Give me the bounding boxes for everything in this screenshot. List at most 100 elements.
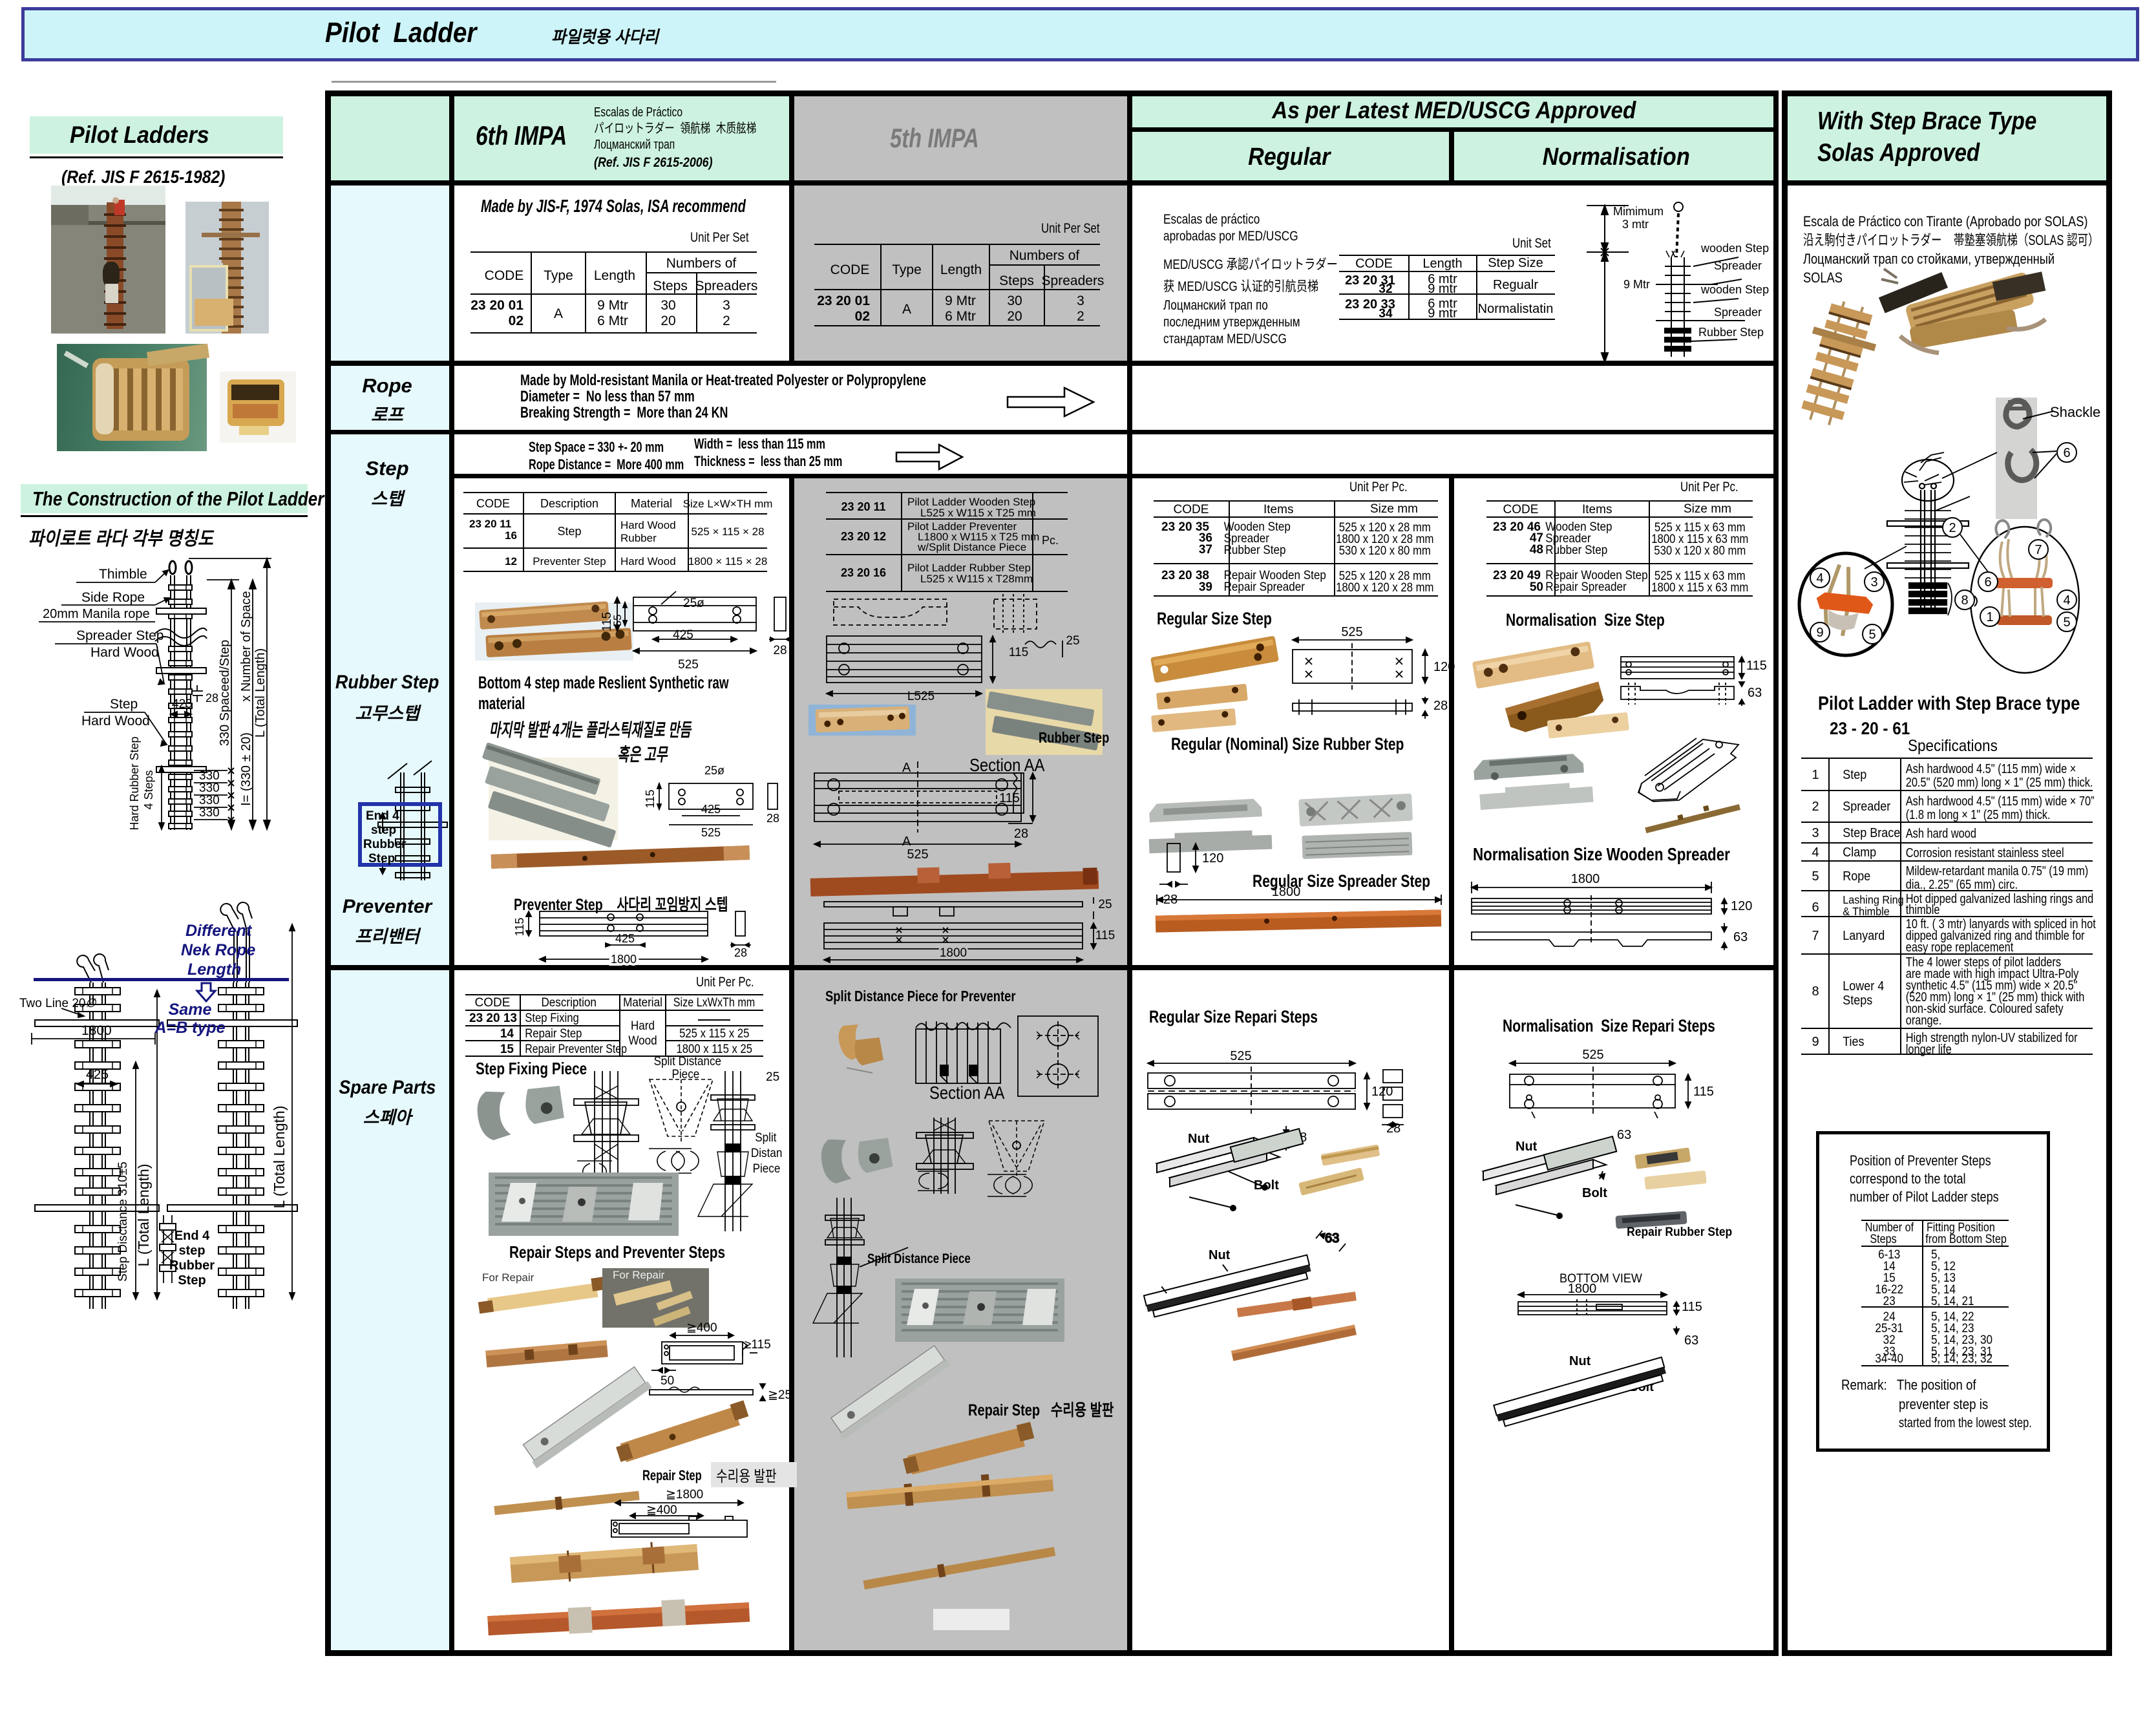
svg-text:End 4: End 4 — [366, 809, 399, 823]
svg-text:33: 33 — [1883, 1344, 1896, 1358]
svg-text:Repair Rubber Step: Repair Rubber Step — [1627, 1224, 1732, 1238]
svg-text:20: 20 — [1007, 309, 1022, 324]
svg-text:39: 39 — [1199, 580, 1212, 594]
svg-text:425: 425 — [86, 1067, 109, 1082]
svg-text:(1.8 m long × 1" (25 mm) thick: (1.8 m long × 1" (25 mm) thick. — [1906, 807, 2051, 822]
svg-text:36: 36 — [1199, 531, 1212, 545]
svg-text:23: 23 — [1883, 1294, 1896, 1308]
svg-text:30: 30 — [1007, 293, 1022, 308]
svg-text:525: 525 — [907, 847, 928, 862]
svg-text:Description: Description — [540, 497, 598, 510]
svg-text:Bolt: Bolt — [1582, 1186, 1607, 1200]
svg-text:Split: Split — [755, 1130, 776, 1144]
svg-text:A: A — [902, 834, 911, 849]
svg-text:Corrosion resistant stainless: Corrosion resistant stainless steel — [1906, 845, 2064, 860]
svg-text:Spreaders: Spreaders — [695, 279, 758, 293]
svg-text:Ash hard wood: Ash hard wood — [1906, 825, 1976, 840]
svg-text:Step: Step — [368, 852, 395, 865]
svg-text:Hard Rubber Step: Hard Rubber Step — [128, 736, 141, 830]
svg-text:Rubber Step: Rubber Step — [1698, 326, 1764, 339]
svg-text:1800: 1800 — [1571, 872, 1600, 886]
svg-text:Description: Description — [541, 995, 596, 1009]
svg-text:CODE: CODE — [1503, 503, 1539, 516]
svg-text:48: 48 — [1530, 543, 1543, 557]
svg-text:25: 25 — [1066, 634, 1079, 648]
svg-text:525 × 115 × 28: 525 × 115 × 28 — [691, 525, 764, 538]
svg-text:525 x 120 x 28 mm: 525 x 120 x 28 mm — [1339, 520, 1431, 534]
svg-text:Wooden Step: Wooden Step — [1224, 520, 1291, 533]
svg-text:Mildew-retardant manila 0.75": Mildew-retardant manila 0.75" (19 mm) — [1906, 863, 2089, 878]
svg-text:5, 13: 5, 13 — [1931, 1271, 1956, 1284]
svg-text:25ø: 25ø — [704, 764, 724, 777]
svg-text:8: 8 — [1812, 984, 1819, 999]
svg-text:6 mtr: 6 mtr — [1428, 272, 1457, 286]
svg-text:Rubber Step: Rubber Step — [1545, 543, 1607, 557]
svg-text:23 20 16: 23 20 16 — [841, 566, 886, 579]
svg-text:Pilot Ladder Preventer: Pilot Ladder Preventer — [907, 520, 1017, 533]
svg-text:14: 14 — [1883, 1259, 1896, 1273]
svg-text:≧400: ≧400 — [646, 1503, 677, 1517]
svg-text:9 Mtr: 9 Mtr — [1623, 278, 1650, 291]
svg-text:(520 mm) long × 1" (25 mm) thi: (520 mm) long × 1" (25 mm) thick with — [1906, 989, 2085, 1004]
svg-text:High strength nylon-UV stabili: High strength nylon-UV stabilized for — [1906, 1030, 2078, 1045]
svg-text:23 20 31: 23 20 31 — [1345, 273, 1395, 288]
svg-text:Pilot Ladder Wooden Step: Pilot Ladder Wooden Step — [907, 496, 1035, 508]
svg-text:28: 28 — [1386, 1121, 1400, 1136]
svg-text:115: 115 — [1682, 1300, 1702, 1314]
svg-text:425: 425 — [701, 803, 721, 816]
svg-text:1800: 1800 — [940, 946, 967, 960]
svg-text:23 20 33: 23 20 33 — [1345, 297, 1395, 312]
svg-text:Two Line 20: Two Line 20 — [19, 997, 85, 1010]
svg-text:Repair Spreader: Repair Spreader — [1224, 580, 1305, 593]
svg-text:1800: 1800 — [81, 1023, 112, 1038]
svg-text:Wooden Step: Wooden Step — [1545, 520, 1612, 533]
svg-text:Rope: Rope — [1843, 869, 1870, 884]
svg-text:25: 25 — [766, 1070, 779, 1084]
svg-text:15: 15 — [1883, 1271, 1896, 1284]
svg-text:Step: Step — [1843, 768, 1866, 782]
svg-text:530 x 120 x 80 mm: 530 x 120 x 80 mm — [1339, 544, 1431, 557]
svg-text:Rubber: Rubber — [620, 532, 657, 544]
svg-text:115: 115 — [999, 791, 1020, 805]
svg-text:525: 525 — [1341, 625, 1362, 639]
svg-text:525: 525 — [1582, 1048, 1603, 1062]
svg-text:23 20 49: 23 20 49 — [1493, 569, 1541, 582]
svg-text:step: step — [178, 1244, 205, 1258]
svg-text:∅: ∅ — [85, 997, 97, 1010]
svg-text:Items: Items — [1263, 503, 1293, 516]
svg-text:115: 115 — [1693, 1085, 1714, 1099]
svg-text:2: 2 — [1949, 521, 1956, 535]
svg-text:30: 30 — [661, 298, 675, 313]
svg-text:14: 14 — [500, 1027, 514, 1041]
svg-text:Distan: Distan — [751, 1146, 782, 1160]
svg-text:L (Total Length): L (Total Length) — [135, 1164, 152, 1267]
svg-text:425: 425 — [172, 697, 193, 711]
svg-text:Size LxWxTh mm: Size LxWxTh mm — [673, 995, 755, 1010]
svg-text:Same: Same — [169, 1001, 212, 1019]
svg-text:47: 47 — [1530, 531, 1543, 545]
svg-text:23 20 35: 23 20 35 — [1161, 520, 1209, 534]
svg-text:Preventer Step: Preventer Step — [533, 555, 606, 568]
svg-text:4: 4 — [1816, 571, 1823, 586]
svg-text:12: 12 — [505, 555, 517, 568]
svg-text:5: 5 — [2063, 615, 2070, 630]
svg-text:28: 28 — [766, 812, 779, 825]
svg-text:Nut: Nut — [1516, 1140, 1538, 1154]
svg-text:32: 32 — [1379, 282, 1392, 296]
svg-text:5,: 5, — [1931, 1247, 1940, 1261]
svg-text:4: 4 — [2063, 593, 2070, 608]
svg-text:I= (330 ± 20): I= (330 ± 20) — [239, 732, 253, 806]
svg-text:Normalistatin: Normalistatin — [1478, 302, 1554, 316]
svg-text:Nut: Nut — [1209, 1248, 1231, 1262]
svg-text:1800: 1800 — [1272, 885, 1301, 899]
svg-text:Lower 4: Lower 4 — [1843, 979, 1884, 993]
svg-text:5: 5 — [1868, 628, 1876, 642]
svg-text:5, 14, 23, 31: 5, 14, 23, 31 — [1931, 1344, 1992, 1358]
svg-text:63: 63 — [1733, 930, 1748, 944]
svg-text:CODE: CODE — [485, 268, 524, 283]
svg-text:Spreader: Spreader — [1714, 306, 1762, 319]
svg-text:synthetic 4.5" (115 mm) wide ×: synthetic 4.5" (115 mm) wide × 20.5" — [1906, 977, 2078, 992]
svg-text:Type: Type — [544, 268, 573, 283]
svg-text:step: step — [371, 823, 396, 837]
svg-text:Step Fixing: Step Fixing — [525, 1011, 579, 1024]
